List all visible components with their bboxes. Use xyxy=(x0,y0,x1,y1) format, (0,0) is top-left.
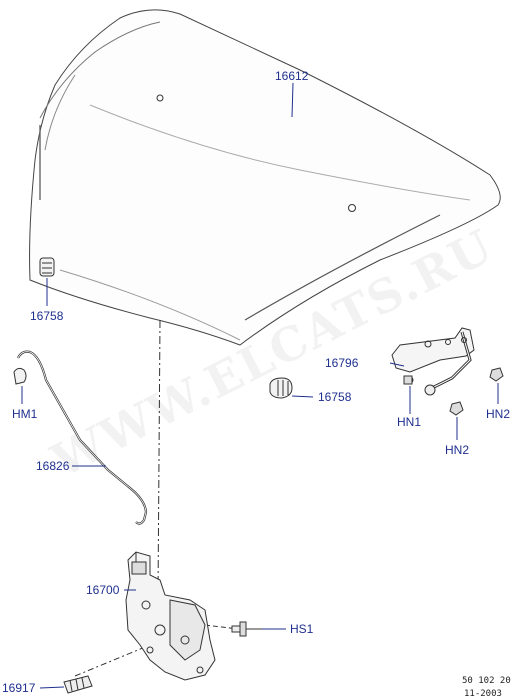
footer-code: 50 102 20 xyxy=(462,676,511,686)
bolt-shape xyxy=(231,621,262,637)
bumper-right-shape xyxy=(269,377,293,399)
label-hm1[interactable]: HM1 xyxy=(12,407,38,421)
hood-hole xyxy=(348,204,356,212)
latch-shape xyxy=(125,551,216,681)
label-hn1[interactable]: HN1 xyxy=(397,415,422,429)
nut-hn2-lower-shape xyxy=(449,401,464,416)
label-hn2-lower[interactable]: HN2 xyxy=(445,443,470,457)
hood-panel xyxy=(29,9,501,346)
footer-date: 11-2003 xyxy=(464,689,502,699)
cable-end-shape xyxy=(63,675,93,694)
label-cable-end[interactable]: 16917 xyxy=(2,681,36,695)
label-bolt[interactable]: HS1 xyxy=(290,622,314,636)
label-bumper-left[interactable]: 16758 xyxy=(30,309,64,323)
hinge-shape xyxy=(391,327,475,396)
hm1-clip-shape xyxy=(13,367,27,385)
label-support-rod[interactable]: 16826 xyxy=(36,459,70,473)
label-hinge[interactable]: 16796 xyxy=(325,356,359,370)
hood-hole xyxy=(156,94,164,102)
bumper-left-shape xyxy=(39,257,55,277)
support-rod-shape xyxy=(17,350,148,525)
nut-hn2-upper-shape xyxy=(489,367,504,382)
label-bumper-right[interactable]: 16758 xyxy=(318,390,352,404)
label-hn2-right[interactable]: HN2 xyxy=(486,407,511,421)
nut-hn1-shape xyxy=(403,375,413,385)
label-latch[interactable]: 16700 xyxy=(86,583,120,597)
label-hood[interactable]: 16612 xyxy=(275,69,309,83)
alignment-line xyxy=(157,319,161,596)
